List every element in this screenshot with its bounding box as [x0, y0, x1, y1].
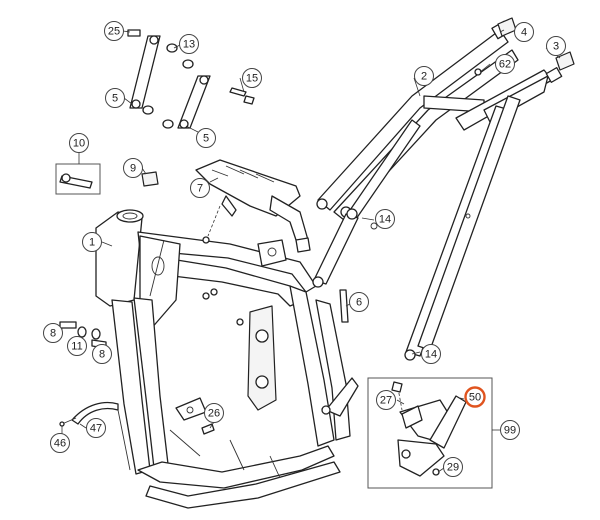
callout-label: 8: [99, 349, 105, 361]
callout-label: 62: [499, 59, 511, 71]
callout-label: 29: [447, 462, 459, 474]
callout-8: 8: [43, 323, 63, 343]
callout-27: 27: [376, 390, 396, 410]
nut-9: [141, 171, 159, 187]
callout-label: 2: [421, 71, 427, 83]
end-plug-3: [555, 51, 575, 71]
callout-8: 8: [92, 344, 112, 364]
callout-label: 5: [203, 133, 209, 145]
callout-label: 26: [208, 408, 220, 420]
callout-46: 46: [50, 433, 70, 453]
callout-15: 15: [242, 68, 262, 88]
inset-box-99: [367, 377, 493, 489]
callout-10: 10: [69, 133, 89, 153]
callout-25: 25: [104, 21, 124, 41]
links-and-washers: [127, 29, 255, 129]
callout-5: 5: [196, 128, 216, 148]
callout-label: 47: [90, 423, 102, 435]
callout-label: 7: [197, 183, 203, 195]
callout-label: 15: [246, 73, 258, 85]
callout-1: 1: [82, 232, 102, 252]
callout-4: 4: [514, 22, 534, 42]
hose-47: [71, 401, 119, 425]
callout-layer: 25 13 5 15 5 10 9 7 1 8 11 8 46 47 26 4 3 2 62 14 6 14 27 50 99 2…: [43, 21, 566, 477]
callout-26: 26: [204, 403, 224, 423]
callout-label: 25: [108, 26, 120, 38]
callout-label: 14: [379, 214, 391, 226]
subframe: [316, 20, 563, 361]
callout-14: 14: [375, 209, 395, 229]
nut-11: [77, 326, 87, 338]
tensioner-kit-10: [55, 163, 101, 195]
callout-label: 27: [380, 395, 392, 407]
callout-50: 50: [464, 386, 486, 408]
callout-label: 5: [112, 93, 118, 105]
callout-label: 46: [54, 438, 66, 450]
tank-bracket-7: [195, 159, 311, 253]
callout-label: 10: [73, 138, 85, 150]
callout-47: 47: [86, 418, 106, 438]
callout-9: 9: [123, 158, 143, 178]
screw-26: [201, 423, 215, 435]
callout-3: 3: [546, 36, 566, 56]
bolt-62: [474, 68, 482, 76]
main-frame: [95, 209, 359, 509]
lower-strut: [312, 208, 378, 288]
callout-7: 7: [190, 178, 210, 198]
callout-14: 14: [421, 344, 441, 364]
callout-label: 1: [89, 237, 95, 249]
callout-62: 62: [495, 54, 515, 74]
callout-label: 13: [183, 39, 195, 51]
callout-label: 99: [504, 425, 516, 437]
callout-2: 2: [414, 66, 434, 86]
end-plug-4: [497, 17, 517, 37]
callout-99: 99: [500, 420, 520, 440]
callout-label: 11: [71, 341, 82, 353]
pin-6: [339, 289, 349, 323]
callout-label: 8: [50, 328, 56, 340]
callout-label: 6: [356, 297, 362, 309]
callout-5: 5: [105, 88, 125, 108]
callout-13: 13: [179, 34, 199, 54]
callout-label: 4: [521, 27, 527, 39]
callout-label: 50: [469, 392, 481, 404]
callout-label: 3: [553, 41, 559, 53]
bolt-8-upper: [59, 321, 77, 329]
clip-46: [59, 417, 77, 427]
callout-label: 9: [130, 163, 136, 175]
callout-29: 29: [443, 457, 463, 477]
callout-6: 6: [349, 292, 369, 312]
callout-11: 11: [67, 336, 87, 356]
callout-label: 14: [425, 349, 437, 361]
